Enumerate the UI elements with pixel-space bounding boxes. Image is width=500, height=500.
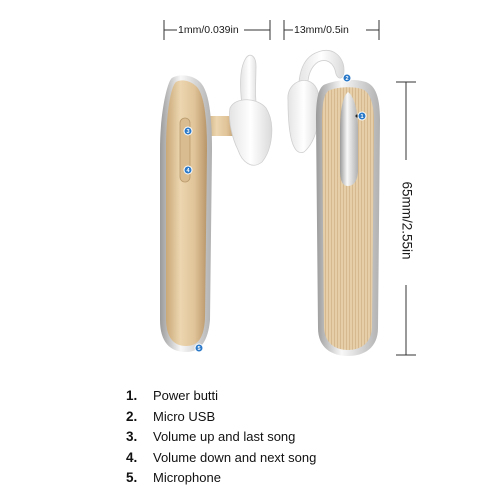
headset-side-view [160, 54, 273, 352]
headset-front-view [287, 50, 380, 357]
marker-group [183, 73, 367, 353]
front-gold-panel [322, 87, 374, 351]
marker-5-number: 5 [197, 346, 200, 352]
legend-item: 5. Microphone [126, 468, 316, 489]
marker-2-number: 2 [345, 76, 348, 82]
marker-1 [357, 111, 367, 121]
marker-3 [183, 126, 193, 136]
legend-number: 1. [126, 388, 138, 403]
legend-item: 2. Micro USB [126, 407, 316, 428]
thickness-label: 1mm/0.039in [178, 24, 239, 36]
earbud-stem [206, 116, 236, 136]
thickness-dimension-line [163, 20, 271, 40]
height-dimension-line [396, 81, 416, 356]
width-dimension-line [283, 20, 380, 40]
marker-3-number: 3 [186, 129, 189, 135]
side-gold-body [166, 80, 207, 346]
power-button [340, 92, 358, 186]
legend-item: 3. Volume up and last song [126, 427, 316, 448]
legend-number: 3. [126, 429, 138, 444]
earbud-front [287, 80, 320, 153]
marker-5 [194, 343, 204, 353]
legend-number: 5. [126, 470, 138, 485]
marker-2 [342, 73, 352, 83]
legend-label: Power butti [153, 388, 219, 403]
legend-label: Volume up and last song [153, 429, 296, 444]
legend-label: Micro USB [153, 408, 216, 424]
marker-4-number: 4 [186, 168, 190, 174]
legend-item: 4. Volume down and next song [126, 448, 316, 469]
legend-number: 2. [126, 408, 138, 424]
legend-label: Microphone [153, 470, 221, 485]
legend-number: 4. [126, 449, 138, 465]
legend-item: 1. Power butti [126, 386, 316, 407]
height-label: 65mm/2.55in [399, 181, 415, 260]
marker-1-number: 1 [360, 114, 363, 120]
earbud-side [229, 99, 273, 166]
width-label: 13mm/0.5in [294, 24, 349, 36]
marker-4 [183, 165, 193, 175]
feature-legend: 1. Power butti 2. Micro USB 3. Volume up… [126, 386, 316, 489]
ear-hook-front [298, 50, 345, 111]
legend-label: Volume down and next song [153, 449, 317, 465]
